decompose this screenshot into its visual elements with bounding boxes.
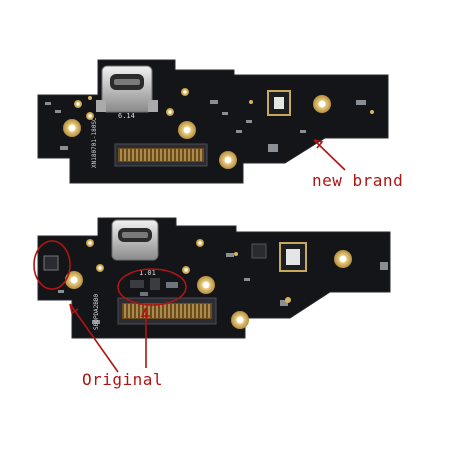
original-arrow-left: [69, 303, 119, 373]
bottom-board-mark: 1.01: [139, 269, 156, 277]
new-brand-label: new brand: [312, 171, 404, 190]
bottom-ic-chip: [43, 255, 59, 271]
bottom-board: 1.01 SBOPDA2BB0: [37, 217, 391, 339]
top-flex-connector: [114, 143, 208, 167]
top-board-code: XN180701-180SC: [91, 117, 98, 168]
top-board: 6.14 XN180701-180SC: [37, 59, 389, 184]
original-circle-left: [33, 240, 71, 290]
bottom-usb-port: [111, 219, 159, 261]
new-brand-arrowhead: [313, 139, 324, 149]
top-microphone: [267, 90, 291, 116]
annotation-marks: [33, 139, 346, 373]
top-mounting-holes: [63, 88, 331, 169]
bottom-smd-components: [58, 253, 388, 324]
top-board-mark: 6.14: [118, 112, 135, 120]
bottom-component-cluster: [130, 278, 178, 296]
original-circle-center: [117, 268, 187, 306]
original-label: Original: [82, 370, 164, 389]
top-smd-components: [45, 100, 366, 152]
bottom-board-code: SBOPDA2BB0: [93, 293, 100, 330]
top-usb-port: [96, 65, 158, 113]
bottom-microphone: [279, 242, 307, 272]
new-brand-arrow: [313, 139, 346, 171]
bottom-mounting-holes: [65, 239, 352, 329]
bottom-flex-connector: [117, 297, 217, 325]
